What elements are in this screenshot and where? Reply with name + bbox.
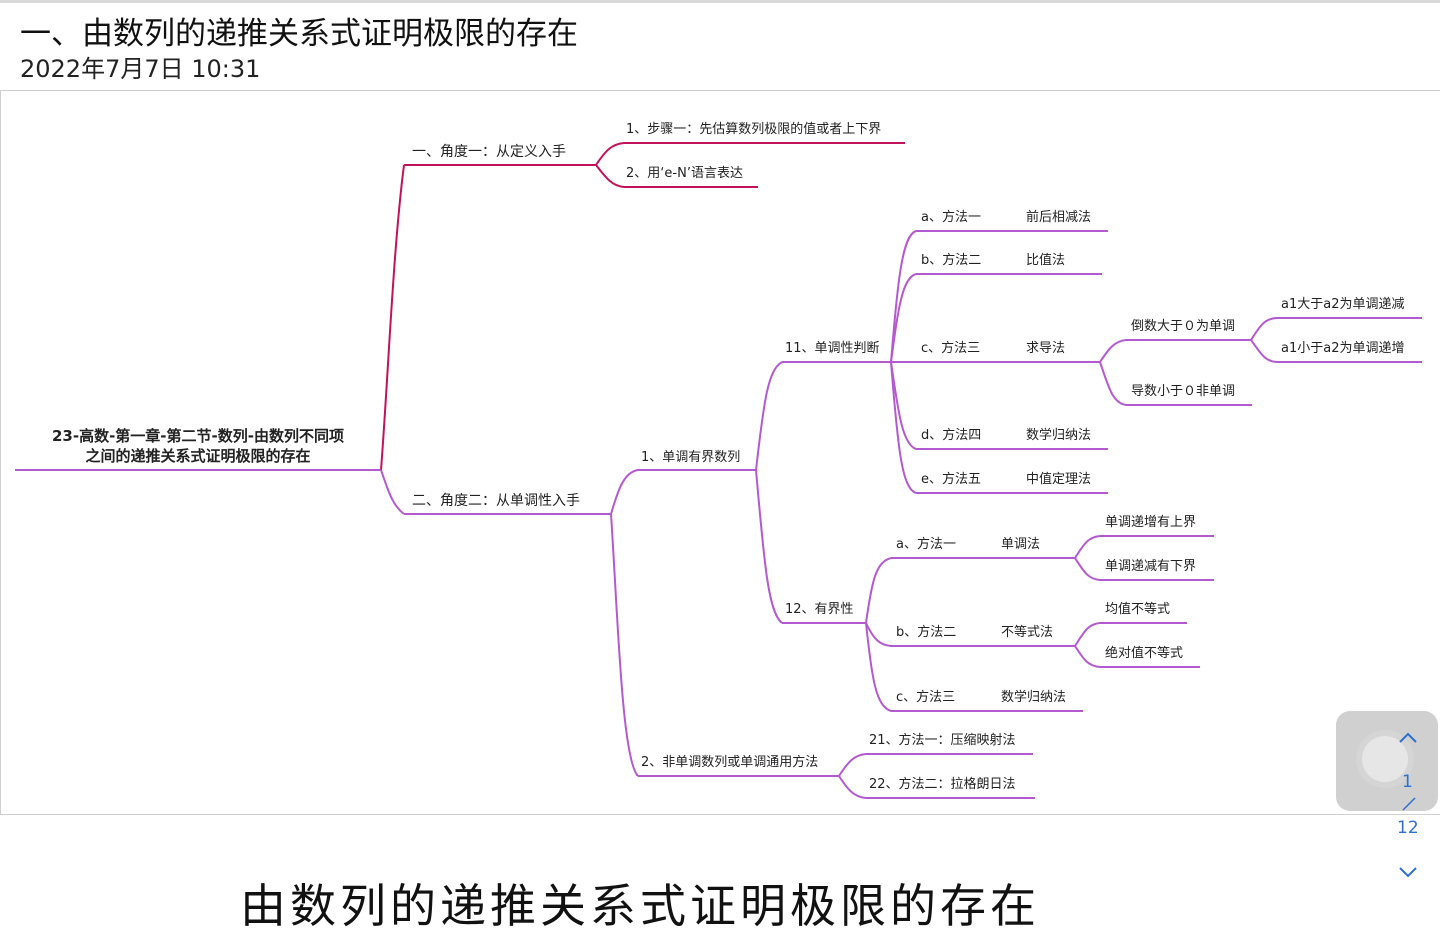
edge-nb-abs: [1074, 645, 1101, 668]
node-non-monotone: 2、非单调数列或单调通用方法: [641, 754, 818, 770]
node-bound-method-a: a、方法一: [896, 536, 956, 552]
edge-c12-b: [865, 622, 892, 647]
node-method-c-value: 求导法: [1026, 341, 1065, 356]
node-increasing-upper: 单调递增有上界: [1105, 515, 1196, 530]
edge-c12-c: [865, 622, 892, 712]
page-datetime: 2022年7月7日 10:31: [20, 55, 261, 83]
mind-map: 23-高数-第一章-第二节-数列-由数列不同项 之间的递推关系式证明极限的存在 …: [15, 121, 1422, 799]
node-boundedness: 12、有界性: [785, 602, 854, 617]
node-step-one: 1、步骤一：先估算数列极限的值或者上下界: [626, 121, 881, 137]
edge-nb-mean: [1074, 622, 1101, 647]
edge-na-dec: [1074, 557, 1101, 581]
node-bound-method-b-value: 不等式法: [1001, 624, 1053, 640]
edge-b2-d22: [838, 775, 867, 799]
chevron-up-icon[interactable]: [1398, 730, 1418, 744]
edge-a2-b1: [610, 469, 639, 515]
edge-a1-2: [595, 164, 625, 188]
handwritten-title: 由数列的递推关系式证明极限的存在: [240, 879, 1040, 933]
node-e-n-language: 2、用‘e-N’语言表达: [626, 166, 743, 181]
top-border: [0, 0, 1440, 3]
node-method-b-value: 比值法: [1026, 252, 1065, 268]
edge-na-inc: [1074, 535, 1101, 559]
node-method-a: a、方法一: [921, 209, 981, 225]
node-bound-method-a-value: 单调法: [1001, 537, 1040, 552]
node-mean-inequality: 均值不等式: [1105, 601, 1170, 617]
header-divider: [0, 90, 1440, 91]
current-page: 1: [1402, 772, 1413, 792]
node-method-e-value: 中值定理法: [1026, 471, 1091, 487]
node-monotonicity: 11、单调性判断: [785, 341, 880, 356]
edge-root-a1: [380, 164, 405, 471]
edge-b1-c11: [755, 361, 783, 471]
node-abs-inequality: 绝对值不等式: [1105, 645, 1183, 661]
node-bound-method-c-value: 数学归纳法: [1001, 689, 1066, 705]
node-a1-greater-a2: a1大于a2为单调递减: [1281, 297, 1404, 312]
node-angle-one: 一、角度一：从定义入手: [412, 144, 566, 160]
page-title: 一、由数列的递推关系式证明极限的存在: [20, 16, 578, 52]
node-derivative-negative: 导数小于０非单调: [1131, 384, 1235, 399]
node-method-a-value: 前后相减法: [1026, 209, 1091, 225]
node-method-e: e、方法五: [921, 471, 981, 487]
edge-c-neg: [1099, 361, 1127, 406]
edge-b1-c12: [755, 469, 783, 624]
node-decreasing-lower: 单调递减有下界: [1105, 559, 1196, 574]
node-method-c: c、方法三: [921, 340, 980, 356]
node-a1-less-a2: a1小于a2为单调递增: [1281, 341, 1404, 356]
node-contraction-mapping: 21、方法一：压缩映射法: [869, 732, 1016, 748]
chevron-down-icon[interactable]: [1398, 866, 1418, 880]
node-derivative-positive: 倒数大于０为单调: [1131, 319, 1235, 334]
scroll-knob[interactable]: [1362, 736, 1408, 782]
edge-c11-a: [890, 230, 917, 363]
edge-c11-e: [890, 361, 917, 494]
edge-pos-gt: [1250, 317, 1277, 341]
edge-c12-a: [865, 557, 892, 624]
left-border: [0, 90, 1, 815]
root-node-line1: 23-高数-第一章-第二节-数列-由数列不同项: [52, 427, 344, 445]
edge-c-pos: [1099, 339, 1127, 363]
page-separator: [1402, 797, 1416, 811]
total-pages: 12: [1397, 818, 1419, 838]
edge-a2-b2: [610, 513, 639, 777]
node-lagrange: 22、方法二：拉格朗日法: [869, 776, 1016, 792]
edge-a1-1: [595, 142, 625, 166]
node-monotone-bounded: 1、单调有界数列: [641, 450, 740, 465]
edge-pos-lt: [1250, 339, 1277, 363]
edge-root-a2: [380, 469, 405, 515]
node-method-d: d、方法四: [921, 427, 981, 443]
node-method-b: b、方法二: [921, 252, 981, 268]
edge-b2-d21: [838, 753, 867, 777]
root-node-line2: 之间的递推关系式证明极限的存在: [85, 447, 310, 465]
edge-c11-b: [890, 273, 917, 363]
node-angle-two: 二、角度二：从单调性入手: [412, 493, 580, 509]
node-method-d-value: 数学归纳法: [1026, 427, 1091, 443]
node-bound-method-b: b、方法二: [896, 624, 956, 640]
node-bound-method-c: c、方法三: [896, 689, 955, 705]
section-divider: [0, 814, 1440, 815]
